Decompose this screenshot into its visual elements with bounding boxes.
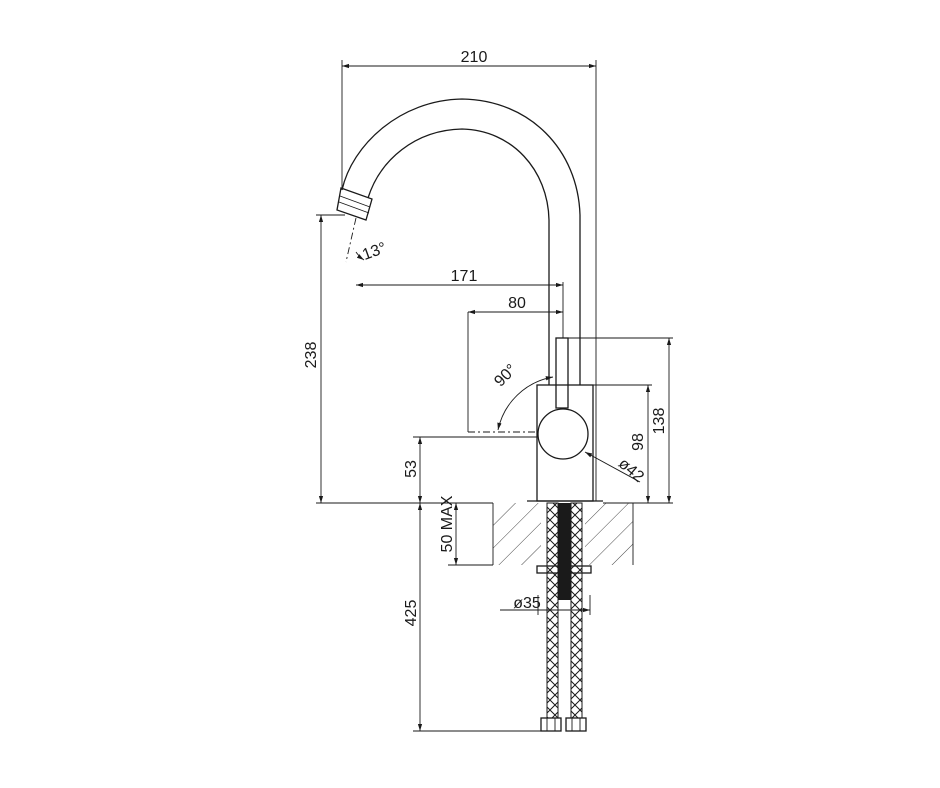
aerator — [336, 187, 373, 221]
spout — [341, 98, 581, 385]
dim-lever-offset: 80 — [508, 295, 526, 312]
dim-deck-thickness: 50 MAX — [439, 495, 456, 552]
extension-lines — [316, 60, 673, 732]
hose-nuts — [540, 717, 587, 732]
dim-spout-reach: 171 — [451, 268, 478, 285]
shank — [536, 503, 592, 600]
dim-spout-angle: 13° — [360, 240, 389, 264]
spout-axis-line — [345, 217, 357, 263]
dim-lever-angle: 90° — [491, 361, 520, 390]
dim-hole-diameter: ø35 — [513, 595, 541, 612]
dim-lever-top-height: 138 — [651, 408, 668, 435]
dim-spout-height: 238 — [303, 342, 320, 369]
lever-handle — [555, 337, 569, 409]
dim-handle-diameter: ø42 — [615, 455, 647, 486]
dim-overall-width: 210 — [461, 49, 488, 66]
dim-body-height: 98 — [630, 433, 647, 451]
handle-knob — [537, 408, 589, 460]
dimension-lines — [318, 63, 672, 731]
faucet-body — [527, 384, 603, 502]
dim-hose-length: 425 — [403, 600, 420, 627]
dim-body-above-deck: 53 — [403, 460, 420, 478]
